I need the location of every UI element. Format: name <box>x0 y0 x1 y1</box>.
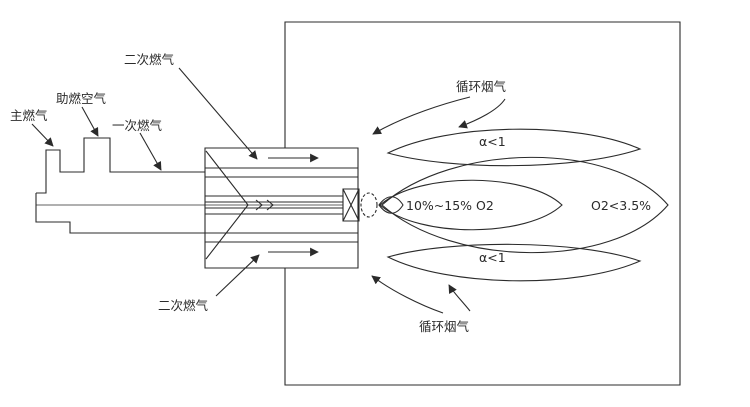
recirc-arrow-bottom-long <box>371 275 444 314</box>
gas-manifold <box>35 137 205 234</box>
label-secondary-gas-bottom: 二次燃气 <box>158 298 209 313</box>
label-combustion-air: 助燃空气 <box>56 91 107 106</box>
label-secondary-gas-top: 二次燃气 <box>124 52 175 67</box>
leader-secondary-gas-top <box>178 67 258 160</box>
label-inner-zone-o2: 10%~15% O2 <box>406 198 494 213</box>
flame-inner-contour <box>378 196 404 214</box>
recirc-arrow-bottom-short <box>448 284 471 312</box>
leader-main-gas <box>31 123 54 147</box>
centerline-flow-arrows <box>255 199 274 211</box>
leader-primary-gas <box>139 132 162 171</box>
label-alpha-top: α<1 <box>479 134 506 149</box>
nozzle-exit-ellipse <box>360 192 378 218</box>
label-recirc-flue-bottom: 循环烟气 <box>419 319 470 334</box>
leader-combustion-air <box>81 106 99 137</box>
label-alpha-bottom: α<1 <box>479 250 506 265</box>
label-outer-zone-o2: O2<3.5% <box>591 198 651 213</box>
burner-body <box>204 147 359 269</box>
label-recirc-flue-top: 循环烟气 <box>456 79 507 94</box>
nozzle-symbol <box>342 188 360 222</box>
recirc-arrow-top-short <box>458 98 506 129</box>
flame-middle-contour <box>379 179 563 231</box>
furnace-wall <box>284 21 681 386</box>
flame-lobe-bottom <box>386 243 642 282</box>
label-main-gas: 主燃气 <box>10 108 48 123</box>
flame-lobe-top <box>386 128 642 167</box>
leader-secondary-gas-bottom <box>215 254 260 297</box>
burner-channel-walls <box>205 167 358 243</box>
label-primary-gas: 一次燃气 <box>112 118 163 133</box>
recirc-arrow-top-long <box>372 96 471 135</box>
